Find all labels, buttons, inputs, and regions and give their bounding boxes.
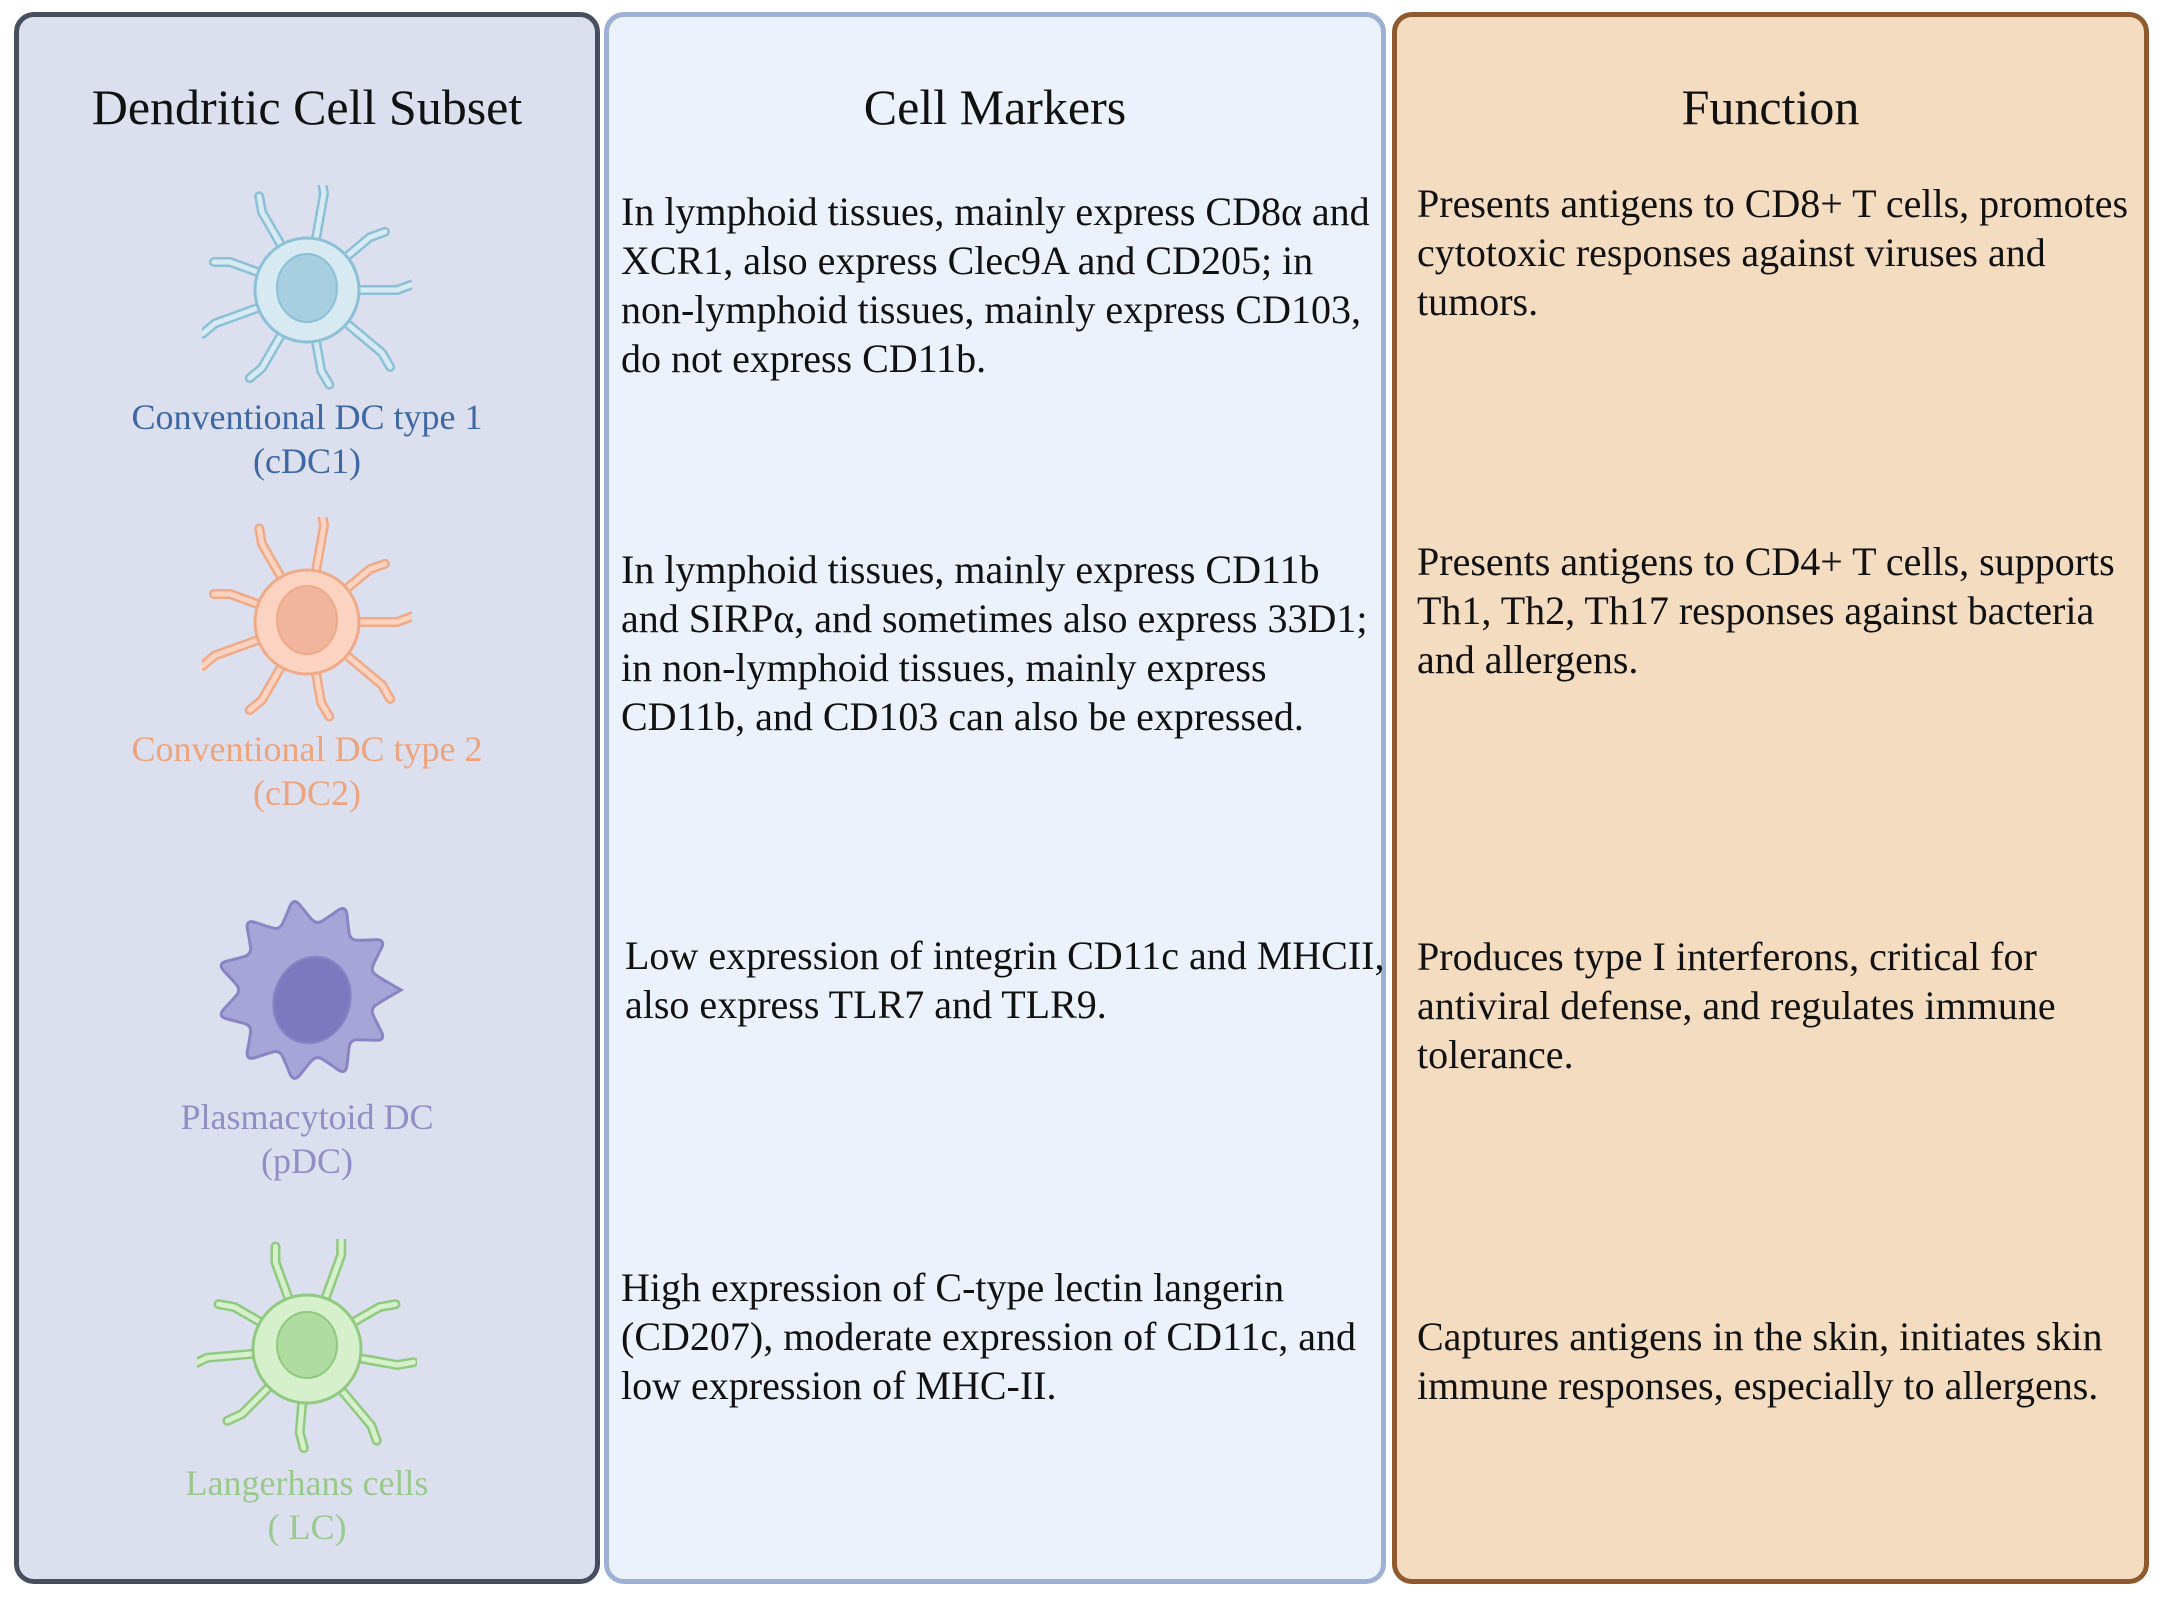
function-header: Function xyxy=(1681,79,1860,135)
dendrite-arm xyxy=(352,282,412,293)
subset-column: Dendritic Cell Subset Conventional DC ty… xyxy=(14,12,600,1584)
subset-abbr: (cDC2) xyxy=(253,773,361,813)
subset-name: Plasmacytoid DC xyxy=(180,1097,434,1137)
markers-header: Cell Markers xyxy=(863,79,1127,135)
dendrite-arm xyxy=(312,334,332,388)
dendrite-arm xyxy=(341,650,393,702)
plasmacytoid-cell-icon xyxy=(219,900,405,1080)
subset-name: Conventional DC type 1 xyxy=(131,397,483,437)
subset-header: Dendritic Cell Subset xyxy=(91,79,523,135)
dendrite-arm xyxy=(297,1396,307,1451)
subset-cdc1: Conventional DC type 1 (cDC1) xyxy=(19,185,595,483)
dendrite-arm xyxy=(224,1381,275,1424)
dendrite-arm xyxy=(336,1384,380,1444)
subset-lc: Langerhans cells ( LC) xyxy=(19,1239,595,1549)
dendrite-arm xyxy=(312,517,327,578)
dendrite-arm xyxy=(202,635,265,669)
dendrite-arm xyxy=(256,193,286,251)
subset-name: Conventional DC type 2 xyxy=(131,729,483,769)
langerhans-cell-icon xyxy=(197,1239,417,1454)
dendrite-arm xyxy=(341,229,388,262)
dendrite-arm xyxy=(341,561,388,594)
function-lc: Captures antigens in the skin, initiates… xyxy=(1417,1314,2103,1408)
markers-cdc1: In lymphoid tissues, mainly express CD8α… xyxy=(621,189,1370,381)
dendrite-arm xyxy=(247,329,286,381)
dendrite-arm xyxy=(341,318,393,370)
markers-column: Cell Markers In lymphoid tissues, mainly… xyxy=(604,12,1386,1584)
dendrite-arm xyxy=(321,1239,344,1305)
dendrite-arm xyxy=(273,1244,293,1305)
dendrite-arm xyxy=(353,1355,416,1368)
dendrite-arm xyxy=(197,1350,260,1366)
dendrite-arm xyxy=(216,1301,267,1327)
function-pdc: Produces type I interferons, critical fo… xyxy=(1417,934,2056,1077)
subset-pdc: Plasmacytoid DC (pDC) xyxy=(19,885,595,1183)
function-column: Function Presents antigens to CD8+ T cel… xyxy=(1392,12,2149,1584)
subset-abbr: (cDC1) xyxy=(253,441,361,481)
dendrite-arm xyxy=(211,259,265,277)
subset-cdc2: Conventional DC type 2 (cDC2) xyxy=(19,517,595,815)
dendritic-cell-icon xyxy=(202,517,412,722)
markers-cdc2: In lymphoid tissues, mainly express CD11… xyxy=(621,547,1368,739)
dendrite-arm xyxy=(202,303,265,337)
dendrite-arm xyxy=(211,591,265,609)
subset-abbr: ( LC) xyxy=(267,1507,347,1547)
markers-lc: High expression of C-type lectin langeri… xyxy=(621,1265,1356,1408)
dendrite-arm xyxy=(312,185,327,246)
markers-pdc: Low expression of integrin CD11c and MHC… xyxy=(625,933,1385,1027)
dendrite-arm xyxy=(352,614,412,625)
dendritic-cell-icon xyxy=(202,185,412,390)
dendrite-arm xyxy=(347,1301,398,1327)
subset-name: Langerhans cells xyxy=(185,1463,429,1503)
dendrite-arm xyxy=(312,666,332,720)
dendrite-arm xyxy=(247,661,286,713)
function-cdc1: Presents antigens to CD8+ T cells, promo… xyxy=(1417,181,2129,324)
dendrite-arm xyxy=(256,525,286,583)
function-cdc2: Presents antigens to CD4+ T cells, suppo… xyxy=(1417,539,2115,682)
subset-abbr: (pDC) xyxy=(261,1141,353,1181)
